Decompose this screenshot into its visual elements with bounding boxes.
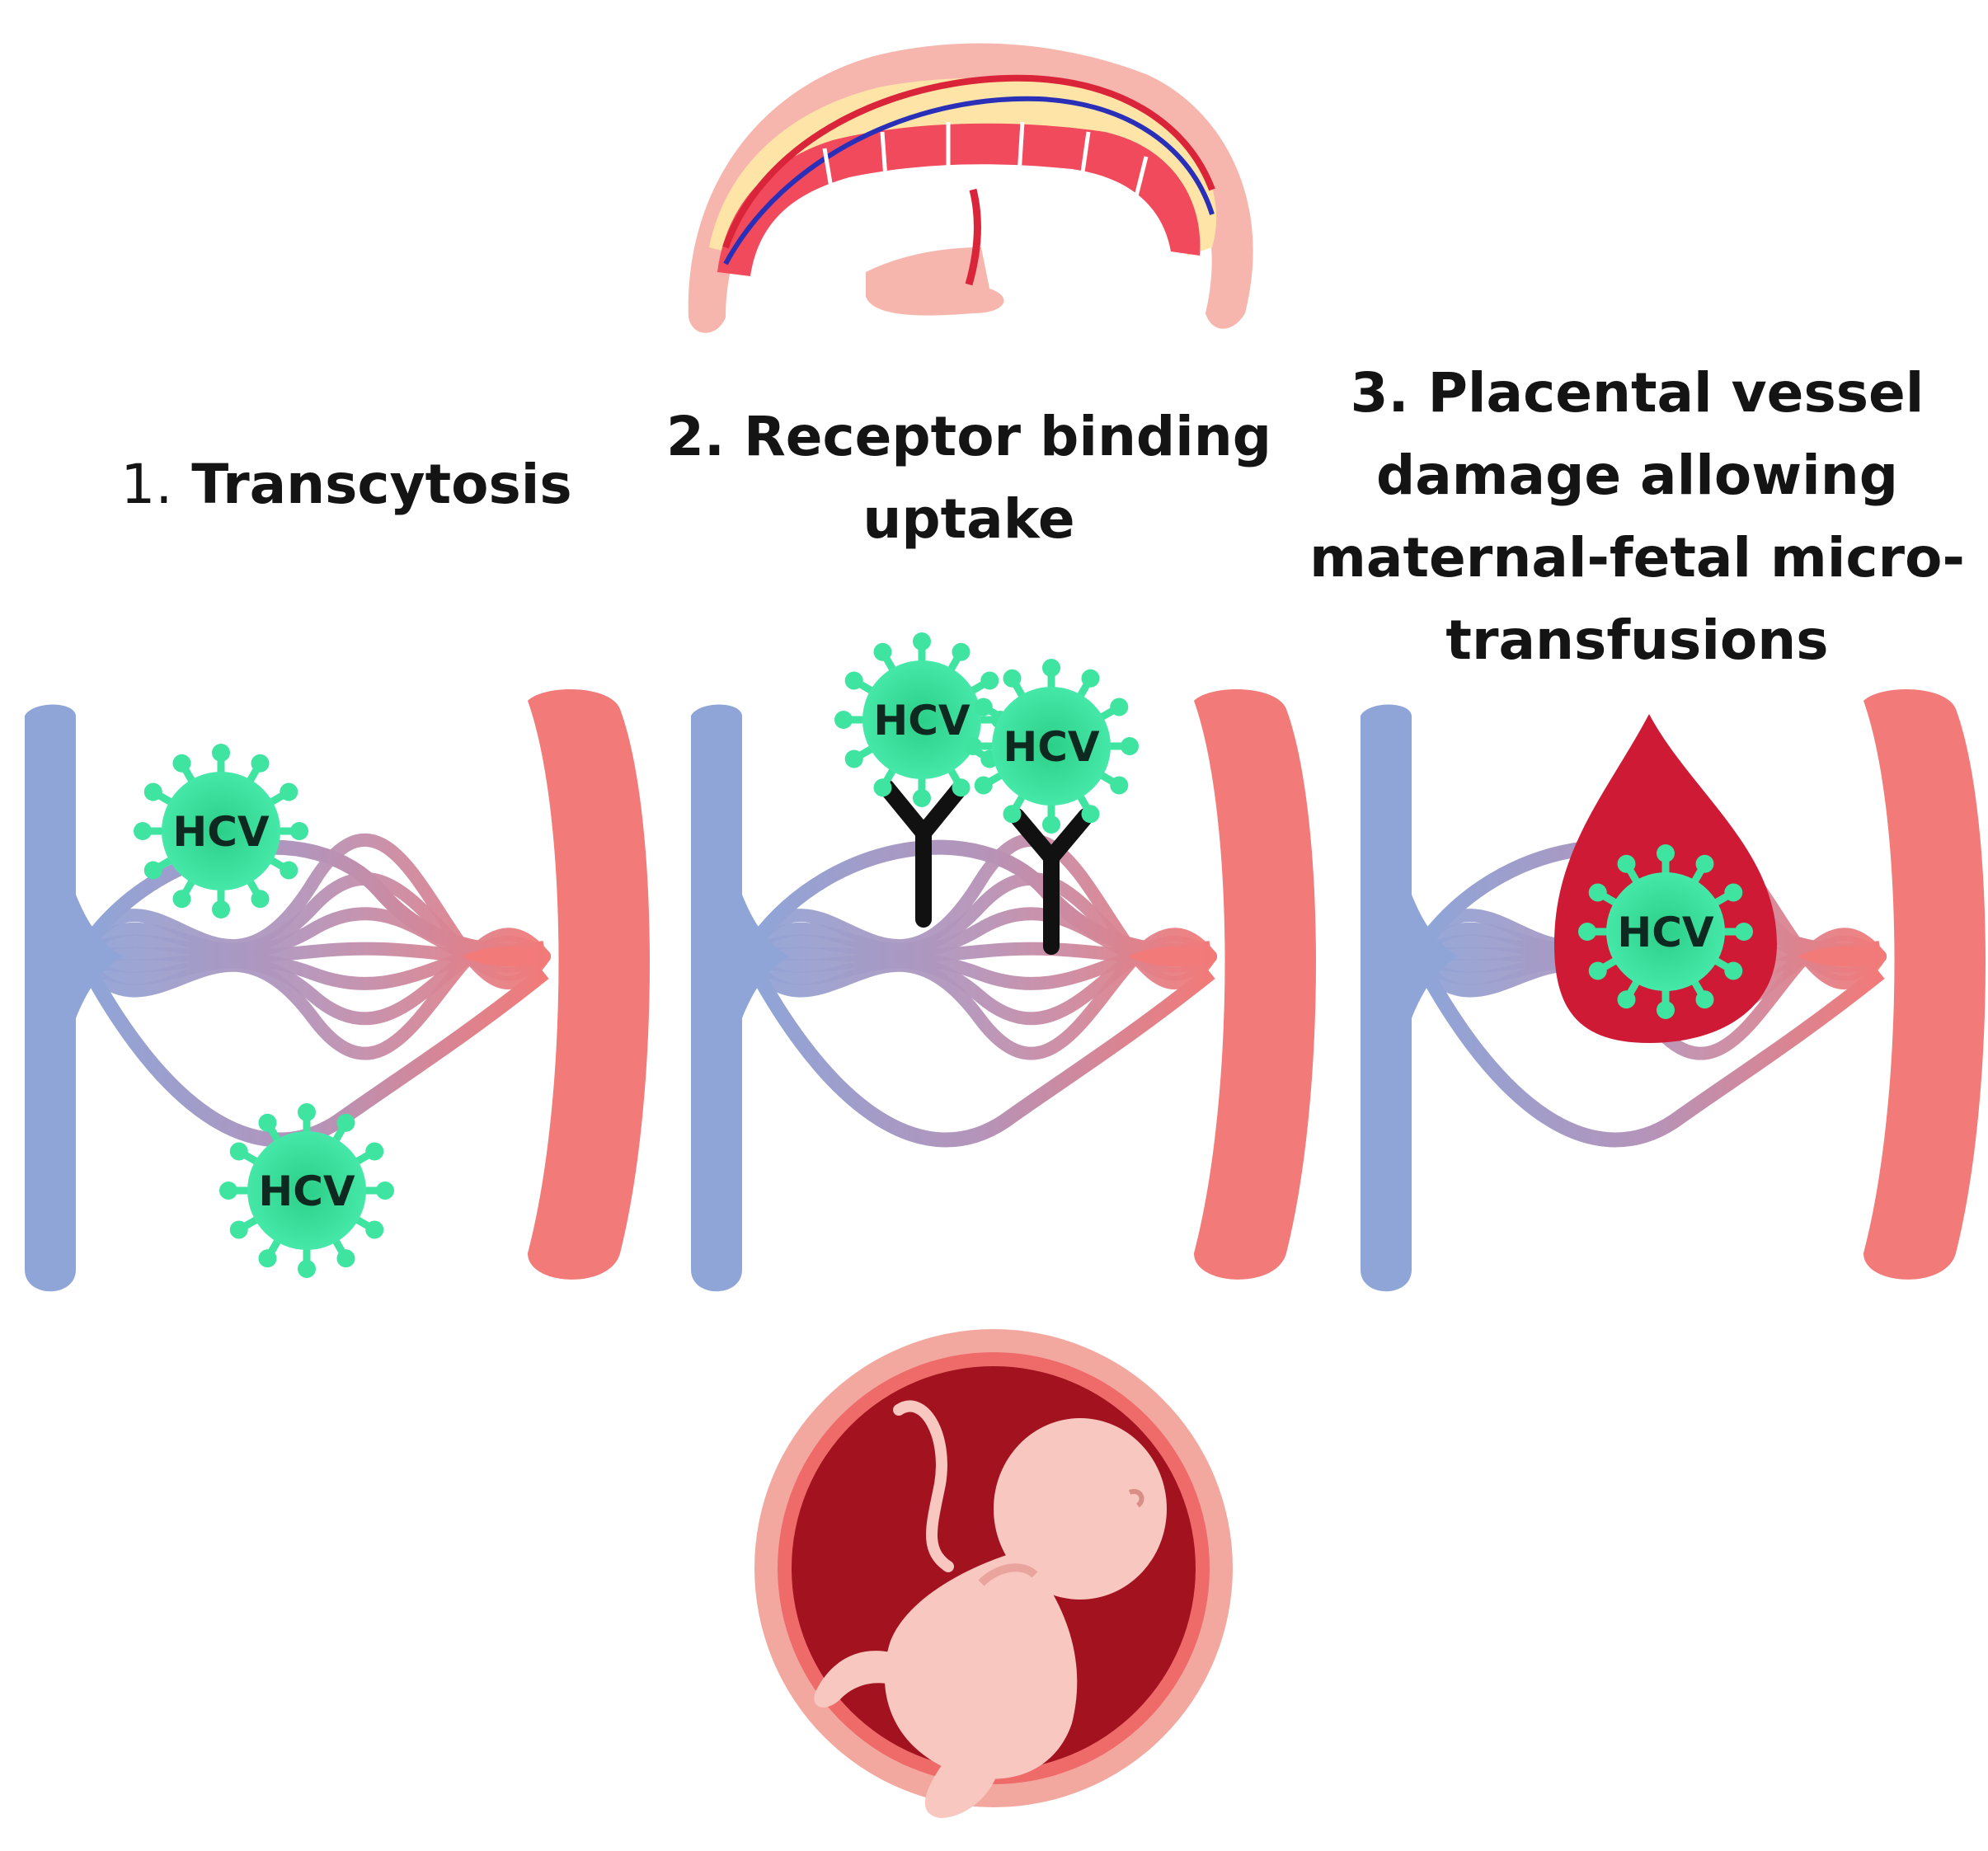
step-3-number: 3. [1350,361,1409,425]
virus-label: HCV [1617,909,1714,956]
virus-group: HCV HCV HCV HCV HCV [134,632,1753,1278]
virus-icon: HCV [219,1103,394,1278]
virus-label: HCV [172,808,270,856]
step-1-label: 1. Transcytosis [49,444,643,526]
step-1-number: 1. [120,453,173,516]
step-3-line-1: 3. Placental vessel [1286,352,1988,435]
virus-icon: HCV [964,659,1139,834]
step-2-label: 2. Receptor binding uptake [635,396,1303,561]
step-2-number: 2. [665,405,725,468]
virus-icon: HCV [1578,844,1753,1019]
step-2-title-line-2: uptake [862,487,1075,551]
artery [1194,689,1316,1280]
capillary-network [738,833,1217,1148]
vessel-panel-1 [25,689,650,1292]
step-3-title-line-4: transfusions [1445,608,1829,672]
step-2-line-1: 2. Receptor binding [635,396,1303,478]
vein [691,704,790,1292]
vein [1361,704,1459,1292]
step-3-label: 3. Placental vessel damage allowing mate… [1286,352,1988,682]
artery [528,689,650,1280]
capillary-network [72,833,551,1148]
virus-label: HCV [258,1167,355,1215]
step-2-title-line-1: Receptor binding [743,405,1272,468]
artery [1863,689,1986,1280]
vessel-panels [25,689,1986,1292]
vessel-panel-2 [691,689,1316,1292]
virus-label: HCV [873,697,971,745]
step-3-title-line-1: Placental vessel [1427,361,1925,425]
step-3-title-line-3: maternal-fetal micro- [1309,526,1965,590]
antibody-group [878,779,1094,955]
antibody-icon [1008,808,1094,955]
vein [25,704,124,1292]
virus-icon: HCV [134,744,308,918]
placenta-icon [688,43,1253,333]
step-3-title-line-2: damage allowing [1375,444,1899,507]
virus-label: HCV [1003,723,1100,771]
fetus-in-womb-icon [754,1329,1233,1818]
antibody-icon [878,779,969,928]
step-1-title: Transcytosis [191,453,572,516]
